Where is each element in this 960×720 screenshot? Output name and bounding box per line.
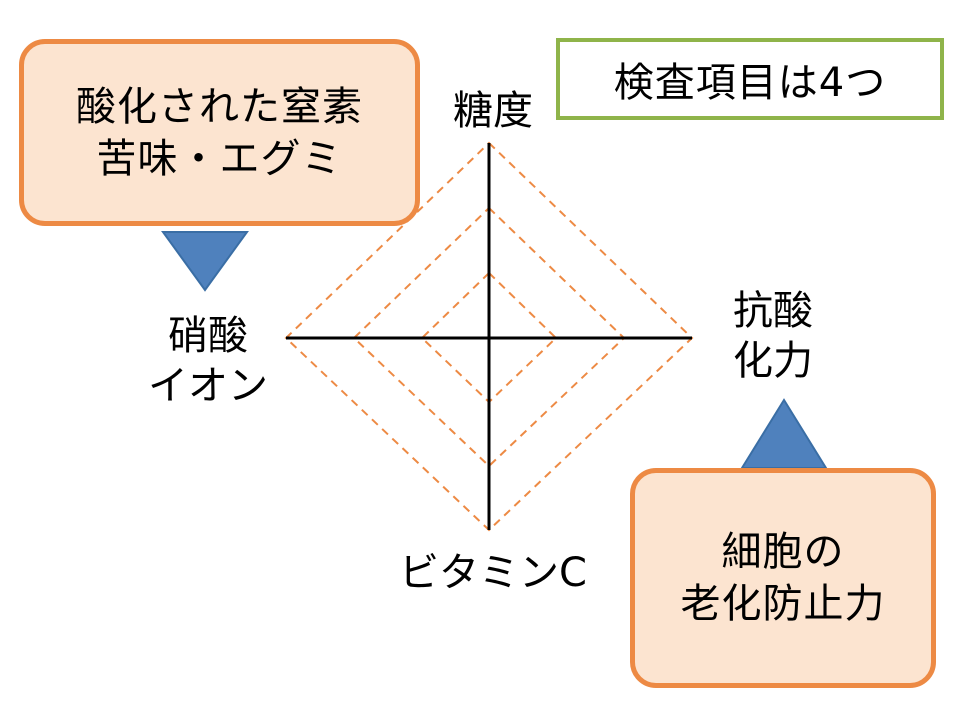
up-triangle-icon (740, 398, 828, 469)
callout-oxidized-nitrogen: 酸化された窒素 苦味・エグミ (19, 39, 420, 226)
axis-label-right-line-2: 化力 (733, 338, 813, 384)
axis-label-left-line-1: 硝酸 (168, 313, 248, 359)
axis-label-vitamin-c: ビタミンC (399, 550, 587, 596)
diamond-middle (352, 206, 626, 468)
axis-label-left-line-2: イオン (148, 363, 268, 409)
axis-label-right-line-1: 抗酸 (733, 288, 813, 334)
axis-label-nitrate-ion: 硝酸 イオン (118, 311, 298, 411)
callout-top-line-2: 苦味・エグミ (96, 135, 343, 182)
callout-bottom-line-2: 老化防止力 (680, 581, 886, 627)
axis-label-sugar: 糖度 (453, 88, 533, 134)
callout-bottom-line-1: 細胞の (721, 529, 845, 575)
callout-anti-aging: 細胞の 老化防止力 (630, 468, 936, 688)
axis-label-antioxidant: 抗酸 化力 (698, 286, 848, 386)
page-title: 検査項目は4つ (556, 38, 944, 120)
callout-top-line-1: 酸化された窒素 (76, 83, 363, 130)
down-triangle-icon (161, 231, 249, 292)
